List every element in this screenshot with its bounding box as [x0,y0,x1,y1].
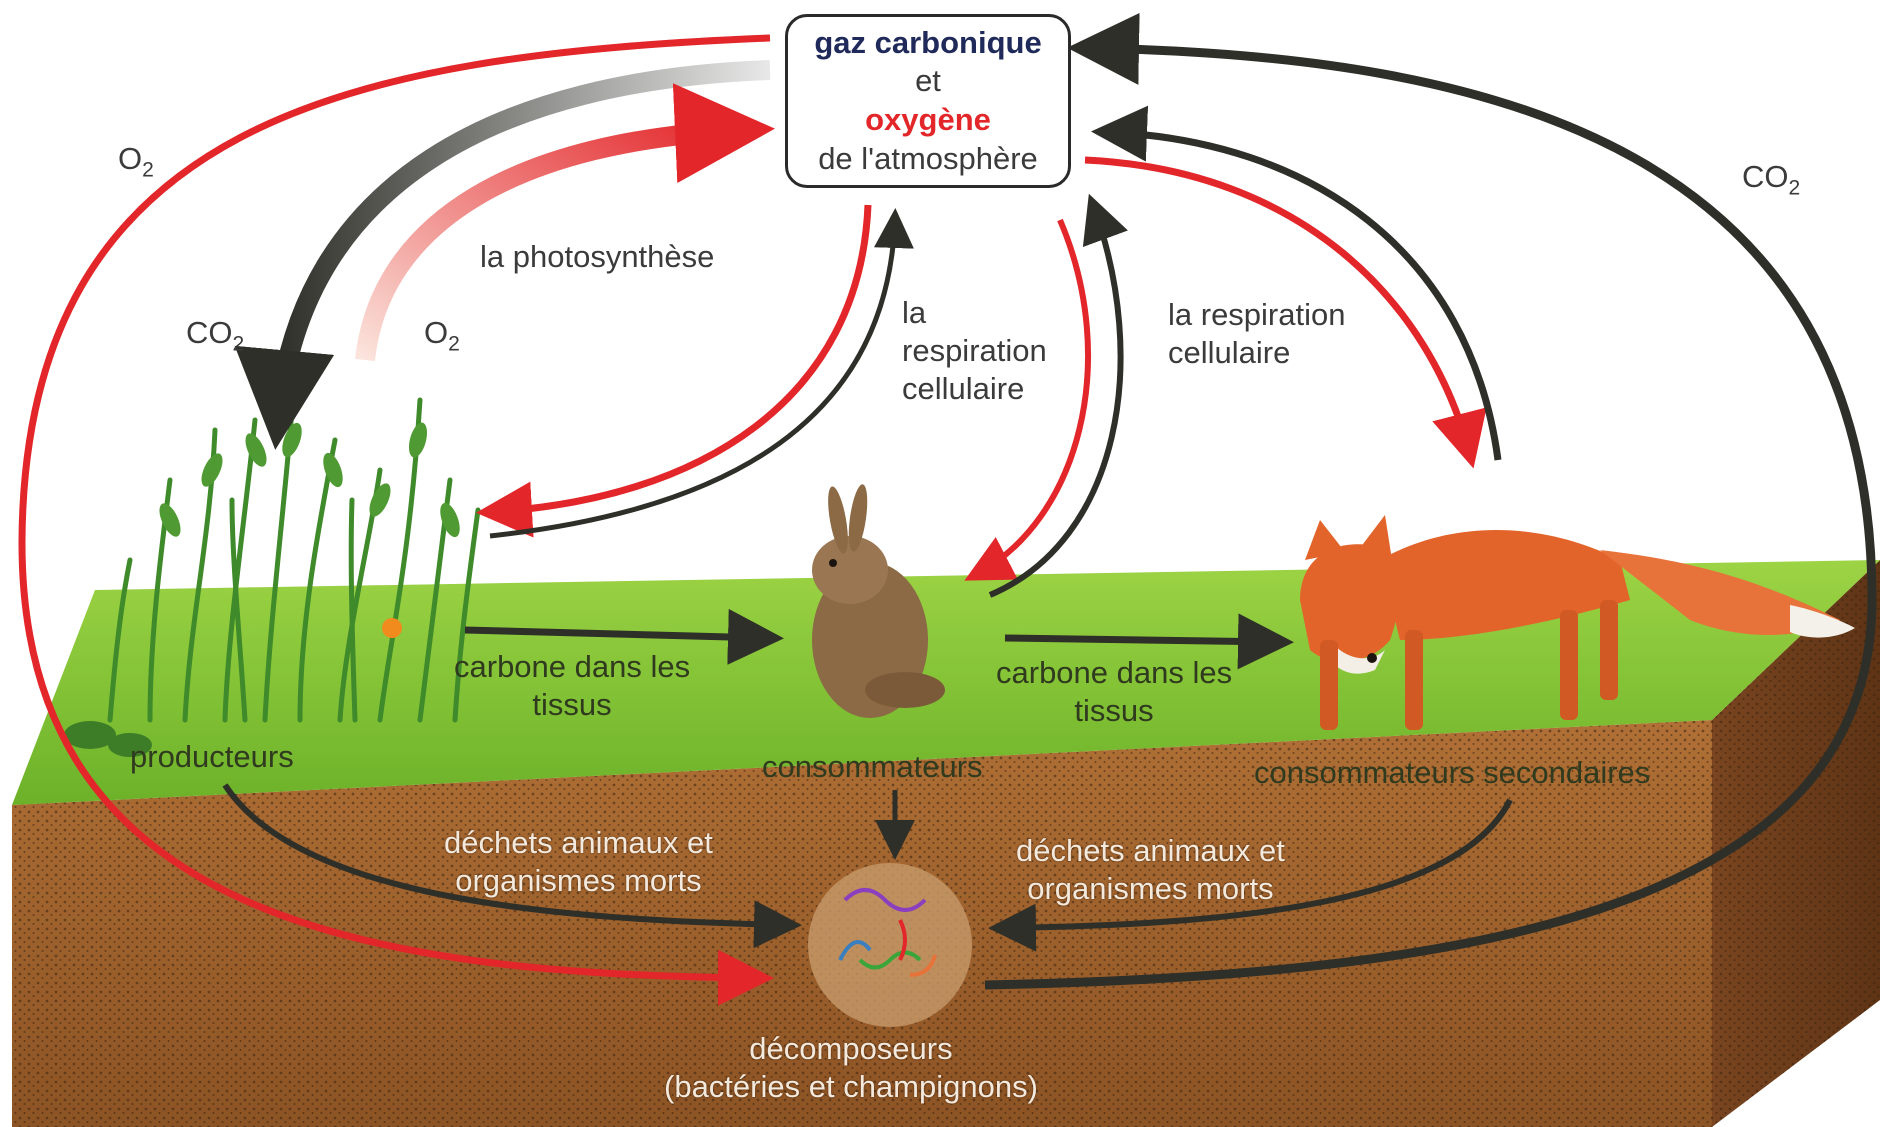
waste-label-1: déchets animaux et organismes morts [444,824,713,900]
atmosphere-of-label: de l'atmosphère [818,140,1038,179]
atmosphere-co2-label: gaz carbonique [814,24,1041,63]
consumers-label: consommateurs [762,748,983,786]
decomposers-label: décomposeurs (bactéries et champignons) [664,1030,1038,1106]
carbon-tissues-label-1: carbone dans les tissus [454,648,690,724]
producers-label: producteurs [130,738,294,776]
carbon-flow-arrow-2 [1005,638,1280,642]
atmosphere-box: gaz carbonique et oxygène de l'atmosphèr… [785,14,1071,188]
butterfly-icon [382,618,402,638]
o2-left-label: O2 [118,140,154,183]
atmosphere-o2-label: oxygène [865,101,991,140]
photosynthesis-label: la photosynthèse [480,238,714,276]
decomposers-illustration [808,863,972,1027]
co2-plants-label: CO2 [186,314,244,357]
respiration-label-1: la respiration cellulaire [902,294,1047,407]
secondary-consumers-label: consommateurs secondaires [1254,754,1650,792]
co2-right-label: CO2 [1742,158,1800,201]
atmosphere-and-label: et [915,62,941,101]
o2-plants-label: O2 [424,314,460,357]
respiration-label-2: la respiration cellulaire [1168,296,1345,372]
carbon-tissues-label-2: carbone dans les tissus [996,654,1232,730]
waste-label-2: déchets animaux et organismes morts [1016,832,1285,908]
